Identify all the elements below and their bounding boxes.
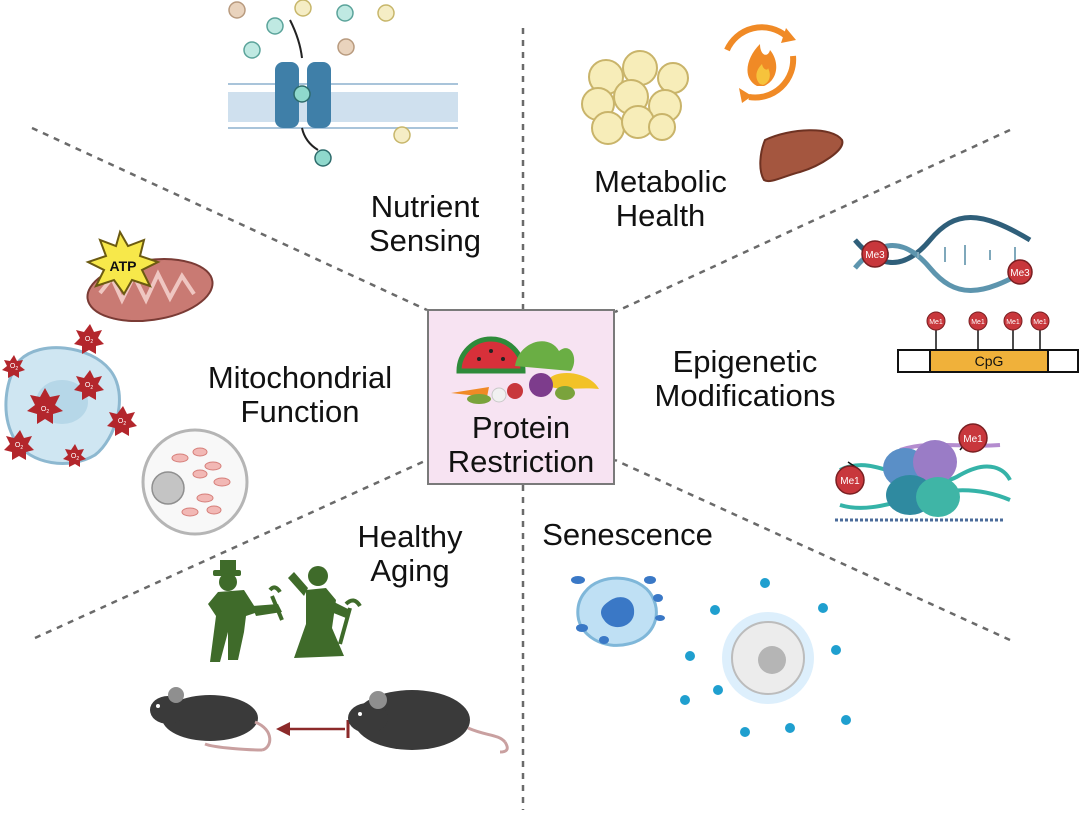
membrane-band: [228, 92, 458, 122]
membrane-transporter-icon: [228, 0, 458, 167]
methyl-mark-me3-left: Me3: [861, 240, 889, 268]
svg-text:O2: O2: [85, 336, 93, 345]
label-senescence: Senescence: [542, 517, 713, 552]
label-nutrient-sensing: Nutrient Sensing: [368, 189, 482, 258]
svg-text:O2: O2: [71, 453, 79, 462]
nucleosome-icon: Me1 Me1: [835, 423, 1012, 522]
svg-text:O2: O2: [15, 442, 23, 451]
svg-text:Me3: Me3: [865, 250, 885, 261]
svg-text:O2: O2: [10, 363, 18, 372]
label-healthy-aging: Healthy Aging: [357, 519, 463, 588]
label-epigenetic-modifications: Epigenetic Modifications: [654, 344, 836, 413]
svg-text:Me1: Me1: [840, 476, 860, 487]
senescent-cell-icon: [680, 578, 851, 737]
liver-icon: [759, 129, 844, 182]
mouse-young-icon: [150, 687, 272, 752]
label-metabolic-health: Metabolic Health: [594, 164, 727, 233]
atp-burst-icon: ATP: [85, 229, 161, 296]
elderly-dancers-icon: [208, 560, 362, 662]
svg-text:O2: O2: [41, 406, 49, 415]
healthy-cell-icon: [571, 576, 665, 647]
svg-text:ATP: ATP: [110, 258, 137, 274]
ros-molecules-icon: [2, 324, 137, 467]
cpg-label: CpG: [975, 353, 1004, 369]
svg-text:Me1: Me1: [1006, 319, 1020, 326]
svg-text:Me1: Me1: [929, 319, 943, 326]
food-bundle-icon: [451, 336, 599, 404]
spoke-upper-left: [31, 126, 428, 312]
label-mitochondrial-function: Mitochondrial Function: [207, 360, 393, 429]
spoke-lines: [31, 28, 1011, 810]
svg-text:O2: O2: [118, 418, 126, 427]
cell-with-mitochondria-icon: [141, 428, 249, 536]
center-label: Protein Restriction: [447, 410, 595, 479]
svg-text:Me1: Me1: [963, 434, 983, 445]
svg-text:Me1: Me1: [1033, 319, 1047, 326]
channel-right: [307, 62, 331, 128]
inhibit-arrow-icon: [276, 720, 350, 738]
cpg-island-icon: CpG Me1 Me1 Me1 Me1: [897, 311, 1079, 373]
channel-left: [275, 62, 299, 128]
svg-text:Me1: Me1: [971, 319, 985, 326]
methyl-mark-me3-right: Me3: [1007, 259, 1033, 285]
spoke-lower-right: [614, 458, 1011, 642]
flame-cycle-icon: [724, 24, 797, 103]
svg-text:O2: O2: [85, 382, 93, 391]
protein-restriction-box: Protein Restriction: [427, 309, 615, 485]
adipocyte-cluster-icon: [581, 50, 689, 145]
svg-text:Me3: Me3: [1010, 268, 1030, 279]
mouse-old-icon: [348, 690, 509, 754]
spoke-upper-right: [614, 128, 1011, 314]
